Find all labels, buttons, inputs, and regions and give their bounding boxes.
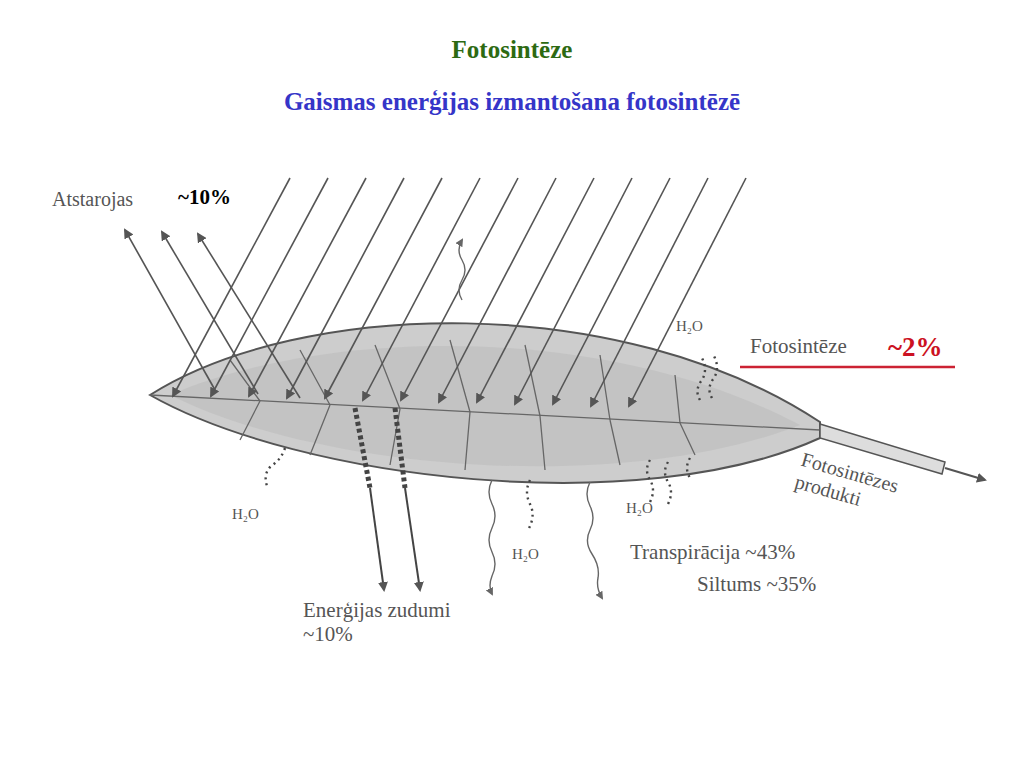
transpiration-label: Transpirācija ~43%	[630, 540, 795, 564]
water-label: H₂O	[512, 546, 539, 563]
transmitted-rays	[355, 408, 420, 590]
page-subtitle: Gaismas enerģijas izmantošana fotosintēz…	[0, 88, 1024, 117]
heat-lines	[459, 240, 602, 598]
heat-label: Siltums ~35%	[697, 572, 816, 596]
light-rays	[173, 178, 746, 406]
page-title: Fotosintēze	[0, 36, 1024, 65]
leaf-shading	[170, 346, 800, 466]
water-vapour	[266, 356, 717, 530]
highlight-underline	[740, 366, 955, 369]
leaf-blade	[150, 323, 820, 483]
water-label: H₂O	[232, 506, 259, 523]
energy-loss-label: Enerģijas zudumi ~10%	[303, 598, 478, 646]
reflected-rays	[125, 230, 300, 398]
product-arrow	[945, 468, 985, 480]
reflected-label: Atstarojas	[52, 188, 133, 211]
photosynthesis-percent: ~2%	[888, 332, 943, 363]
photosynthesis-label: Fotosintēze	[750, 334, 847, 358]
leaf-veins	[150, 340, 820, 470]
water-label: H₂O	[676, 318, 703, 335]
reflected-percent: ~10%	[178, 185, 231, 209]
water-label: H₂O	[626, 500, 653, 517]
